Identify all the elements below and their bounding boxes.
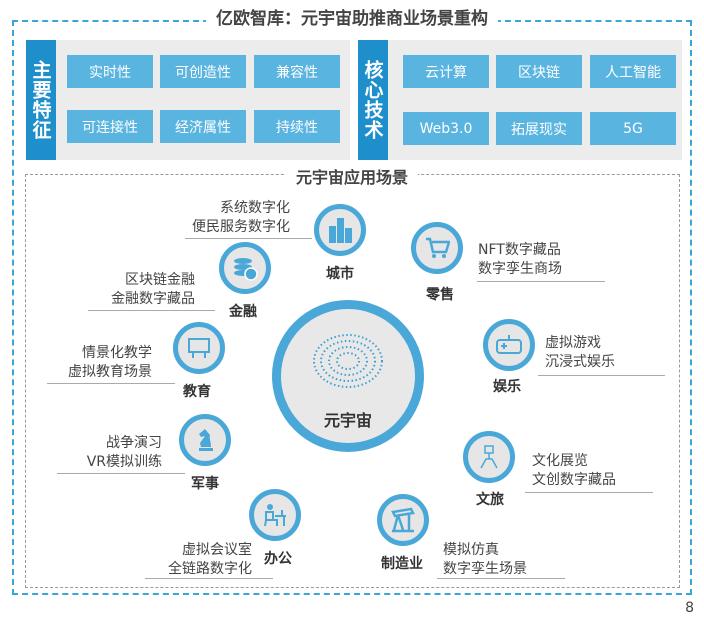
scene-label-city: 城市 [326, 266, 354, 282]
tech-box: Web3.0 [403, 112, 489, 145]
desc-line: NFT数字藏品 [478, 242, 561, 258]
office-worker-icon [249, 489, 301, 541]
divider [437, 578, 565, 579]
metaverse-center: 元宇宙 [272, 300, 424, 452]
scene-label-manufacturing: 制造业 [381, 556, 423, 572]
tech-heading: 核心技术 [358, 40, 388, 160]
desc-line: 沉浸式娱乐 [545, 354, 615, 370]
tech-box: 拓展现实 [496, 112, 582, 145]
page-number: 8 [685, 600, 694, 616]
tech-box: 云计算 [403, 55, 489, 88]
scene-desc-education: 情景化教学虚拟教育场景 [12, 344, 152, 382]
chess-knight-icon [179, 414, 231, 466]
oil-pump-icon [377, 494, 429, 546]
desc-line: 系统数字化 [220, 200, 290, 216]
coins-icon [219, 242, 271, 294]
desc-line: 虚拟教育场景 [68, 364, 152, 380]
desc-line: 模拟仿真 [443, 542, 499, 558]
scene-label-education: 教育 [183, 384, 211, 400]
cart-icon [411, 222, 463, 274]
scene-desc-finance: 区块链金融金融数字藏品 [55, 271, 195, 309]
desc-line: 虚拟会议室 [182, 542, 252, 558]
desc-line: 数字孪生场景 [443, 561, 527, 577]
divider [145, 578, 273, 579]
whiteboard-icon [173, 322, 225, 374]
divider [88, 310, 215, 311]
feature-box: 实时性 [67, 55, 153, 88]
desc-line: VR模拟训练 [86, 454, 162, 470]
divider [477, 281, 605, 282]
scene-label-retail: 零售 [426, 287, 454, 303]
center-label: 元宇宙 [323, 411, 372, 430]
scene-label-finance: 金融 [229, 304, 257, 320]
desc-line: 全链路数字化 [168, 561, 252, 577]
scene-desc-military: 战争演习 VR模拟训练 [22, 434, 162, 472]
scene-desc-city: 系统数字化便民服务数字化 [150, 199, 290, 237]
tech-box: 人工智能 [590, 55, 676, 88]
tech-box: 5G [590, 112, 676, 145]
divider [525, 492, 653, 493]
scenes-title: 元宇宙应用场景 [0, 164, 704, 188]
desc-line: 金融数字藏品 [111, 291, 195, 307]
scene-desc-entertainment: 虚拟游戏沉浸式娱乐 [545, 334, 615, 372]
exhibition-icon [463, 431, 515, 483]
feature-box: 可创造性 [160, 55, 246, 88]
divider [47, 383, 175, 384]
scene-label-entertainment: 娱乐 [493, 379, 521, 395]
feature-box: 经济属性 [160, 110, 246, 143]
divider [57, 473, 185, 474]
feature-box: 可连接性 [67, 110, 153, 143]
desc-line: 情景化教学 [82, 345, 152, 361]
scene-label-military: 军事 [191, 476, 219, 492]
scene-desc-tourism: 文化展览文创数字藏品 [532, 452, 616, 490]
scene-desc-office: 虚拟会议室全链路数字化 [112, 541, 252, 579]
scene-label-office: 办公 [264, 551, 292, 567]
feature-box: 兼容性 [254, 55, 340, 88]
city-icon [314, 204, 366, 256]
scene-label-tourism: 文旅 [476, 492, 504, 508]
features-heading: 主要特征 [26, 40, 56, 160]
desc-line: 数字孪生商场 [478, 261, 562, 277]
gamepad-icon [483, 319, 535, 371]
desc-line: 文化展览 [532, 453, 588, 469]
scene-desc-retail: NFT数字藏品数字孪生商场 [478, 241, 562, 279]
spiral-icon [313, 334, 383, 388]
page-title: 亿欧智库：元宇宙助推商业场景重构 [0, 4, 704, 29]
tech-box: 区块链 [496, 55, 582, 88]
desc-line: 虚拟游戏 [545, 335, 601, 351]
desc-line: 文创数字藏品 [532, 472, 616, 488]
feature-box: 持续性 [254, 110, 340, 143]
desc-line: 区块链金融 [125, 272, 195, 288]
divider [538, 375, 665, 376]
desc-line: 战争演习 [106, 435, 162, 451]
divider [185, 238, 312, 239]
desc-line: 便民服务数字化 [192, 219, 290, 235]
scene-desc-manufacturing: 模拟仿真数字孪生场景 [443, 541, 527, 579]
